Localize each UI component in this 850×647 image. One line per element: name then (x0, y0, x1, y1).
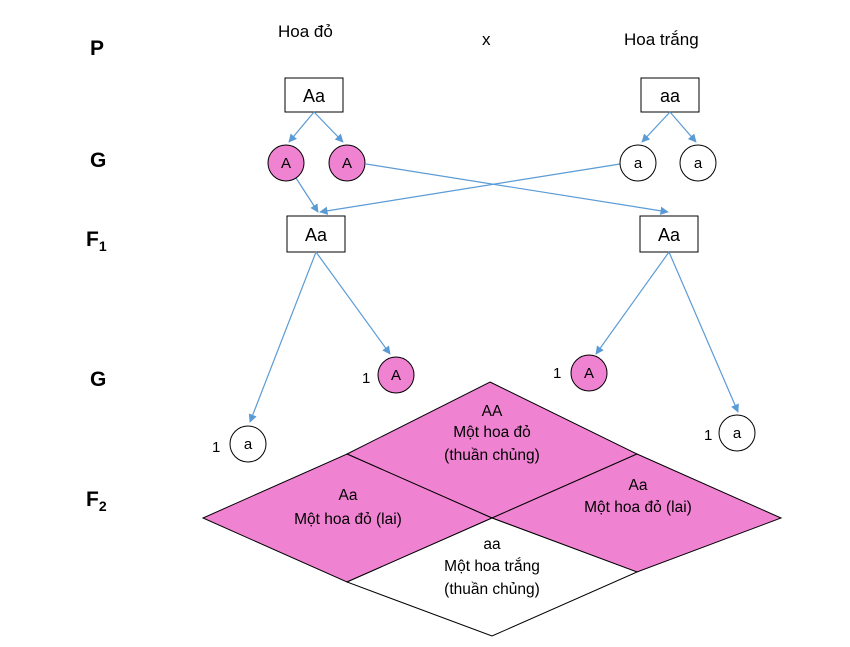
gamete-a2: a (694, 155, 703, 172)
f1-left-genotype: Aa (305, 225, 328, 245)
parent-left-box (284, 77, 344, 113)
g2-circle-right-A (570, 354, 608, 392)
f2-cell-bottom (345, 517, 639, 637)
f2-left-line1: Một hoa đỏ (lai) (294, 511, 402, 528)
g2-count-right-A: 1 (553, 365, 561, 382)
f1-left-box (286, 215, 346, 253)
parent-right-box (640, 77, 700, 113)
gamete-A1: A (281, 155, 291, 172)
parent-left-phenotype: Hoa đỏ (278, 22, 333, 41)
g2-circle-right-a (718, 414, 756, 452)
label-g1: G (90, 149, 106, 172)
f2-bottom-genotype: aa (483, 536, 501, 553)
f2-bottom-line2: (thuần chủng) (444, 581, 540, 598)
g2-circle-left-a (229, 425, 267, 463)
g2-left-a: a (244, 436, 253, 453)
g2-circle-left-A (377, 356, 415, 394)
f2-right-genotype: Aa (629, 477, 648, 494)
gamete-circle-a1 (619, 144, 657, 182)
parent-right-genotype: aa (660, 86, 681, 106)
f2-right-line1: Một hoa đỏ (lai) (584, 499, 692, 516)
g2-count-right-a: 1 (704, 427, 712, 444)
label-f2: F2 (86, 488, 107, 514)
gamete-A2: A (342, 155, 352, 172)
f2-top-line2: (thuần chủng) (444, 447, 540, 464)
f2-top-line1: Một hoa đỏ (453, 424, 531, 441)
cross-symbol: x (482, 30, 491, 49)
label-g2: G (90, 368, 106, 391)
g2-count-left-a: 1 (212, 439, 220, 456)
g2-right-A: A (584, 365, 594, 382)
arrows-p-to-g (288, 111, 697, 143)
label-f1: F1 (86, 228, 107, 254)
f2-top-genotype: AA (482, 403, 503, 420)
arrows-g-to-f1 (295, 163, 669, 215)
gamete-circle-A2 (328, 144, 366, 182)
gamete-circle-a2 (679, 144, 717, 182)
f2-bottom-line1: Một hoa trắng (444, 558, 540, 575)
arrows-f1-to-g2 (248, 251, 739, 423)
parent-right-phenotype: Hoa trắng (624, 30, 699, 49)
f2-left-genotype: Aa (339, 487, 358, 504)
f1-right-box (639, 215, 699, 253)
g2-count-left-A: 1 (362, 370, 370, 387)
gamete-circle-A1 (267, 144, 305, 182)
g2-left-A: A (391, 367, 401, 384)
label-p: P (90, 37, 104, 60)
parent-left-genotype: Aa (303, 86, 326, 106)
gamete-a1: a (634, 155, 643, 172)
f1-right-genotype: Aa (658, 225, 681, 245)
g2-right-a: a (733, 425, 742, 442)
